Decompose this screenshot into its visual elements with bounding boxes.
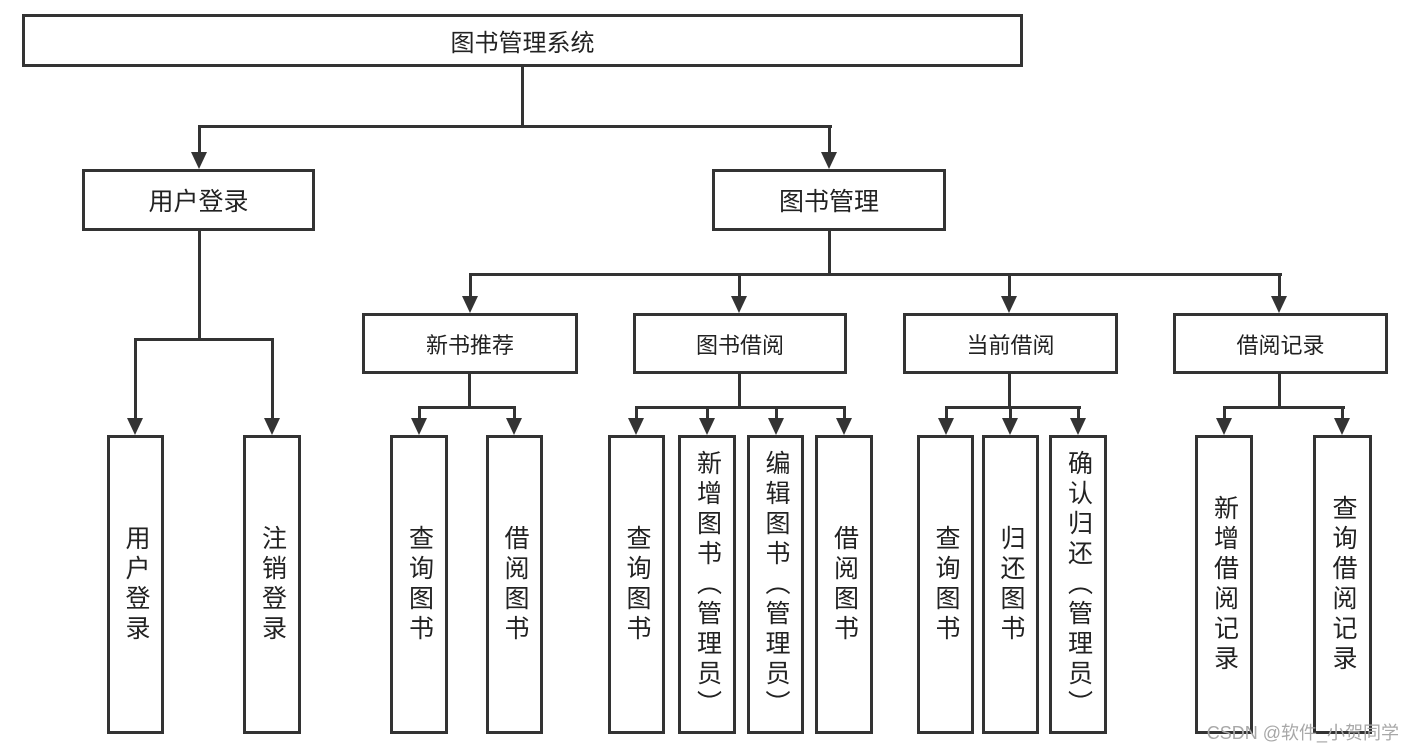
arrowhead-down-icon bbox=[1271, 296, 1287, 313]
edge-to-leaf bbox=[775, 406, 778, 421]
arrowhead-down-icon bbox=[1001, 296, 1017, 313]
edge-records-rail bbox=[1223, 406, 1345, 409]
leaf-add-borrow-record: 新增借阅记录 bbox=[1195, 435, 1253, 734]
edge-to-borrowing-records bbox=[1278, 273, 1281, 299]
arrowhead-down-icon bbox=[768, 418, 784, 435]
leaf-query-borrow-record: 查询借阅记录 bbox=[1313, 435, 1372, 734]
leaf-confirm-return-admin: 确认归还（管理员） bbox=[1049, 435, 1107, 734]
edge-current-stem bbox=[1008, 374, 1011, 409]
edge-current-rail bbox=[945, 406, 1081, 409]
edge-to-book-borrowing bbox=[738, 273, 741, 299]
arrowhead-down-icon bbox=[127, 418, 143, 435]
node-borrowing-records: 借阅记录 bbox=[1173, 313, 1388, 374]
edge-to-leaf bbox=[843, 406, 846, 421]
arrowhead-down-icon bbox=[506, 418, 522, 435]
edge-root-stem bbox=[521, 67, 524, 128]
edge-to-leaf bbox=[1223, 406, 1226, 421]
leaf-logout: 注销登录 bbox=[243, 435, 301, 734]
edge-to-leaf-logout bbox=[271, 338, 274, 421]
edge-recommendation-stem bbox=[468, 374, 471, 409]
node-user-login: 用户登录 bbox=[82, 169, 315, 231]
edge-borrowing-stem bbox=[738, 374, 741, 409]
leaf-borrow-books-borrowing: 借阅图书 bbox=[815, 435, 873, 734]
edge-recommendation-rail bbox=[418, 406, 516, 409]
edge-book-management-rail bbox=[469, 273, 1282, 276]
arrowhead-down-icon bbox=[699, 418, 715, 435]
edge-to-leaf bbox=[1009, 406, 1012, 421]
edge-to-leaf bbox=[706, 406, 709, 421]
arrowhead-down-icon bbox=[462, 296, 478, 313]
edge-records-stem bbox=[1278, 374, 1281, 409]
leaf-edit-book-admin: 编辑图书（管理员） bbox=[747, 435, 804, 734]
node-current-borrowing: 当前借阅 bbox=[903, 313, 1118, 374]
node-book-borrowing: 图书借阅 bbox=[633, 313, 847, 374]
edge-root-to-book-management bbox=[828, 125, 831, 155]
leaf-query-books-current: 查询图书 bbox=[917, 435, 974, 734]
edge-borrowing-rail bbox=[635, 406, 846, 409]
leaf-add-book-admin: 新增图书（管理员） bbox=[678, 435, 736, 734]
arrowhead-down-icon bbox=[731, 296, 747, 313]
leaf-query-books-recommend: 查询图书 bbox=[390, 435, 448, 734]
csdn-watermark: CSDN @软件_小贺同学 bbox=[1206, 723, 1399, 743]
arrowhead-down-icon bbox=[836, 418, 852, 435]
edge-book-management-stem bbox=[828, 231, 831, 276]
edge-to-leaf bbox=[1077, 406, 1080, 421]
leaf-borrow-books-recommend: 借阅图书 bbox=[486, 435, 543, 734]
node-book-management: 图书管理 bbox=[712, 169, 946, 231]
leaf-user-login: 用户登录 bbox=[107, 435, 164, 734]
arrowhead-down-icon bbox=[264, 418, 280, 435]
node-new-book-recommendation: 新书推荐 bbox=[362, 313, 578, 374]
edge-to-leaf-user-login bbox=[134, 338, 137, 421]
edge-to-new-book-recommendation bbox=[469, 273, 472, 299]
arrowhead-down-icon bbox=[938, 418, 954, 435]
edge-root-to-user-login bbox=[198, 125, 201, 155]
edge-root-rail bbox=[198, 125, 832, 128]
edge-to-current-borrowing bbox=[1008, 273, 1011, 299]
arrowhead-down-icon bbox=[1070, 418, 1086, 435]
arrowhead-down-icon bbox=[1216, 418, 1232, 435]
edge-to-leaf bbox=[635, 406, 638, 421]
arrowhead-down-icon bbox=[628, 418, 644, 435]
edge-to-leaf bbox=[513, 406, 516, 421]
edge-to-leaf bbox=[418, 406, 421, 421]
arrowhead-down-icon bbox=[1002, 418, 1018, 435]
arrowhead-down-icon bbox=[191, 152, 207, 169]
leaf-query-books-borrowing: 查询图书 bbox=[608, 435, 665, 734]
edge-to-leaf bbox=[1341, 406, 1344, 421]
edge-to-leaf bbox=[945, 406, 948, 421]
node-library-management-system: 图书管理系统 bbox=[22, 14, 1023, 67]
arrowhead-down-icon bbox=[821, 152, 837, 169]
arrowhead-down-icon bbox=[1334, 418, 1350, 435]
edge-user-login-rail bbox=[134, 338, 274, 341]
edge-user-login-stem bbox=[198, 231, 201, 341]
leaf-return-books: 归还图书 bbox=[982, 435, 1039, 734]
arrowhead-down-icon bbox=[411, 418, 427, 435]
